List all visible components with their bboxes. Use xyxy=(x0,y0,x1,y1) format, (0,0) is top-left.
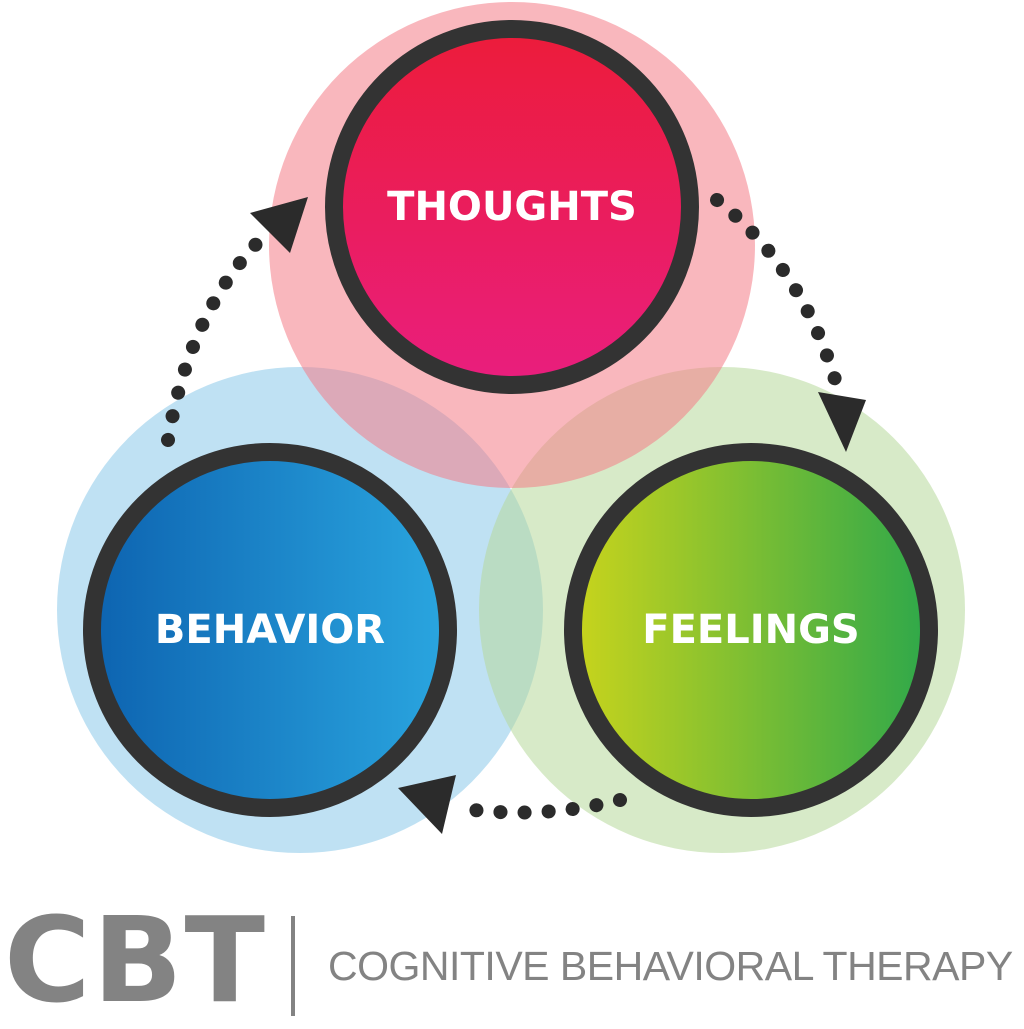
arrow-feelings-to-behavior xyxy=(451,793,627,820)
brand-full-name: COGNITIVE BEHAVIORAL THERAPY xyxy=(328,943,1013,989)
arrowhead-thoughts-to-feelings xyxy=(818,392,866,452)
cycle-arrows xyxy=(161,193,866,834)
feelings-label: FEELINGS xyxy=(642,607,859,653)
node-thoughts: THOUGHTS xyxy=(325,20,699,394)
feelings-circle xyxy=(564,443,938,817)
behavior-circle xyxy=(83,443,457,817)
node-behavior: BEHAVIOR xyxy=(83,443,457,817)
arrowhead-feelings-to-behavior xyxy=(398,775,456,834)
thoughts-circle xyxy=(325,20,699,394)
arrow-behavior-to-thoughts xyxy=(161,231,269,447)
arrow-thoughts-to-feelings xyxy=(710,193,845,397)
brand-abbreviation: CBT xyxy=(4,891,268,1029)
thoughts-label: THOUGHTS xyxy=(387,184,637,230)
behavior-label: BEHAVIOR xyxy=(155,607,385,653)
arrowhead-behavior-to-thoughts xyxy=(250,197,308,253)
brand-footer: CBT COGNITIVE BEHAVIORAL THERAPY xyxy=(0,900,1024,1020)
node-feelings: FEELINGS xyxy=(564,443,938,817)
brand-divider xyxy=(291,916,295,1016)
